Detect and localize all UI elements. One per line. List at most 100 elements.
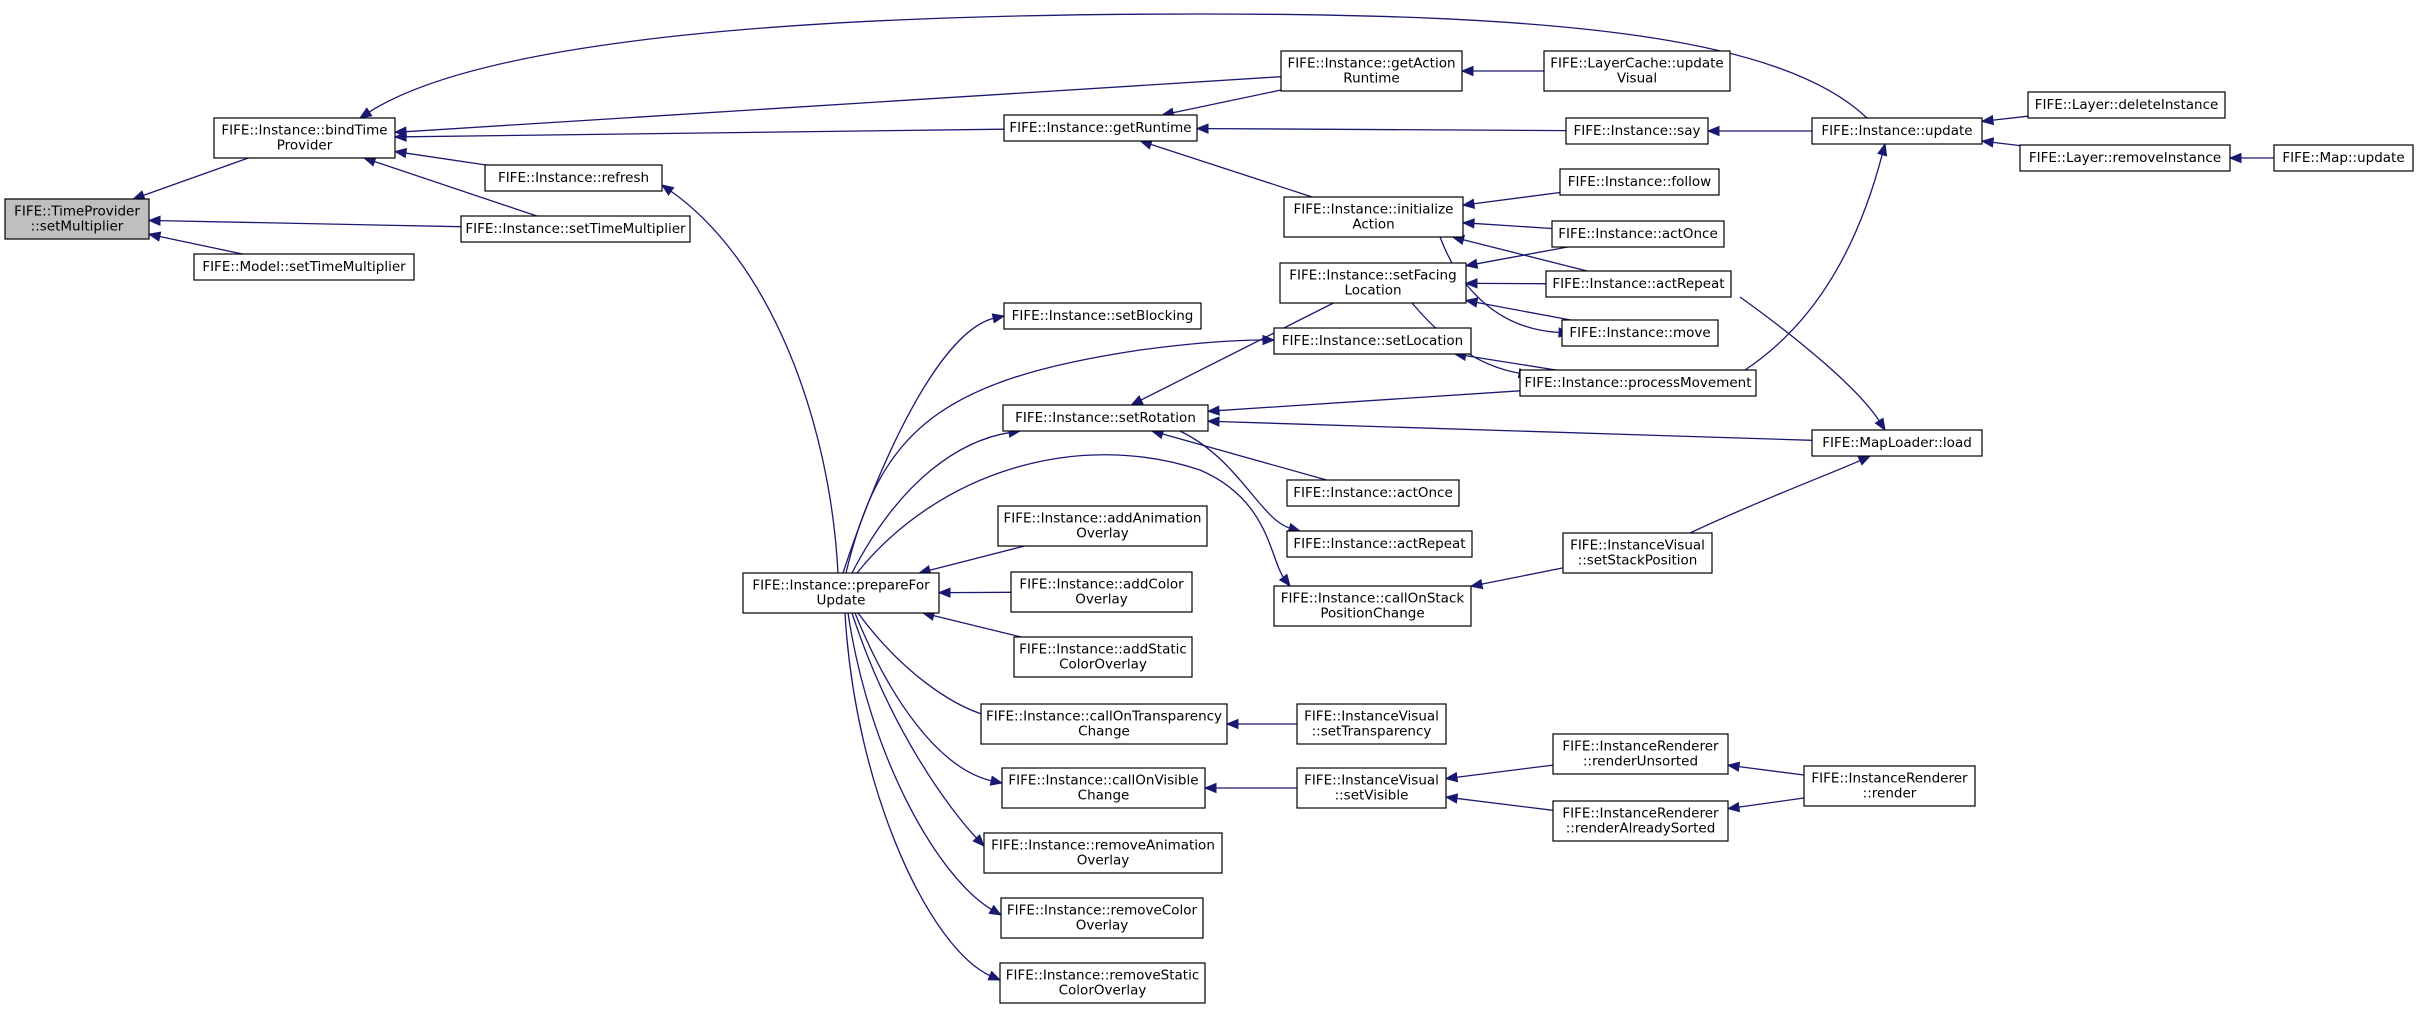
node-actonce2[interactable]: FIFE::Instance::actOnce <box>1286 479 1460 507</box>
node-inst-settm[interactable]: FIFE::Instance::setTimeMultiplier <box>460 215 691 243</box>
node-tp-setmult[interactable]: FIFE::TimeProvider::setMultiplier <box>4 198 150 240</box>
node-label-line: ::renderUnsorted <box>1583 754 1698 770</box>
arrowhead-icon <box>1877 142 1888 157</box>
node-render[interactable]: FIFE::InstanceRenderer::render <box>1803 765 1976 807</box>
arrowhead-icon <box>972 834 985 847</box>
edge-line <box>931 614 1022 638</box>
node-setblocking[interactable]: FIFE::Instance::setBlocking <box>1003 302 1202 330</box>
edge-n_follow-to-n_initaction <box>1461 191 1561 209</box>
edge-n_getruntime-to-n_bindtime <box>393 128 1005 142</box>
edge-n_maploader-to-n_actrepeat1 <box>1739 296 1886 432</box>
node-refresh[interactable]: FIFE::Instance::refresh <box>484 164 663 192</box>
edge-n_initaction-to-n_getruntime <box>1139 139 1313 198</box>
node-renderalready[interactable]: FIFE::InstanceRenderer::renderAlreadySor… <box>1552 800 1729 842</box>
node-label-line: FIFE::Map::update <box>2282 150 2404 166</box>
node-layer-remove[interactable]: FIFE::Layer::removeInstance <box>2019 144 2231 172</box>
arrowhead-icon <box>1444 793 1459 804</box>
edge-n_say-to-n_getruntime <box>1195 123 1567 134</box>
node-box <box>1803 765 1976 807</box>
node-actrepeat2[interactable]: FIFE::Instance::actRepeat <box>1286 530 1473 558</box>
arrowhead-icon <box>1262 334 1276 346</box>
node-processmove[interactable]: FIFE::Instance::processMovement <box>1519 369 1757 397</box>
node-setvisible[interactable]: FIFE::InstanceVisual::setVisible <box>1296 767 1447 809</box>
node-actrepeat1[interactable]: FIFE::Instance::actRepeat <box>1545 270 1732 298</box>
arrowhead-icon <box>991 313 1006 324</box>
node-box <box>742 572 940 614</box>
arrowhead-icon <box>1874 417 1886 432</box>
arrowhead-icon <box>147 215 161 226</box>
node-label-line: Action <box>1352 217 1394 233</box>
edge-line <box>851 612 979 840</box>
node-model-settm[interactable]: FIFE::Model::setTimeMultiplier <box>193 253 415 281</box>
node-label-line: FIFE::Instance::removeStatic <box>1006 968 1200 984</box>
arrowhead-icon <box>1726 761 1741 772</box>
arrowhead-icon <box>1980 137 1995 148</box>
node-label-line: Change <box>1078 724 1130 740</box>
arrowhead-icon <box>1206 416 1220 427</box>
arrowhead-icon <box>358 107 373 119</box>
node-move[interactable]: FIFE::Instance::move <box>1561 319 1719 347</box>
arrowhead-icon <box>1461 218 1475 229</box>
node-box <box>1003 302 1202 330</box>
node-renderunsorted[interactable]: FIFE::InstanceRenderer::renderUnsorted <box>1552 733 1729 775</box>
node-getruntime[interactable]: FIFE::Instance::getRuntime <box>1003 114 1198 142</box>
edge-n_map_update-to-n_layer_remove <box>2228 152 2274 164</box>
node-box <box>1552 733 1729 775</box>
arrowhead-icon <box>2228 152 2242 164</box>
edge-n_actonce1-to-n_setfacing <box>1464 246 1568 269</box>
node-settransp[interactable]: FIFE::InstanceVisual::setTransparency <box>1296 703 1447 745</box>
node-map-update[interactable]: FIFE::Map::update <box>2273 144 2414 172</box>
arrowhead-icon <box>1278 573 1291 588</box>
node-setrotation[interactable]: FIFE::Instance::setRotation <box>1002 404 1209 432</box>
node-label-line: FIFE::Instance::addAnimation <box>1004 511 1202 527</box>
node-inst-update[interactable]: FIFE::Instance::update <box>1811 117 1983 145</box>
node-label-line: FIFE::Instance::addColor <box>1019 577 1184 593</box>
node-callstack[interactable]: FIFE::Instance::callOnStackPositionChang… <box>1273 585 1472 627</box>
node-follow[interactable]: FIFE::Instance::follow <box>1559 168 1720 196</box>
edge-line <box>403 128 1005 138</box>
edge-line <box>141 157 249 197</box>
edge-n_setvisible-to-n_callvisible <box>1203 782 1297 794</box>
edge-n_setrotation-to-n_prepare <box>851 427 1022 574</box>
node-box <box>1273 327 1472 355</box>
node-actonce1[interactable]: FIFE::Instance::actOnce <box>1551 220 1725 248</box>
edge-line <box>1148 143 1313 198</box>
edge-line <box>1454 764 1554 779</box>
edge-n_actonce2-to-n_setrotation <box>1150 429 1327 481</box>
node-label-line: Overlay <box>1076 918 1128 934</box>
node-layer-delete[interactable]: FIFE::Layer::deleteInstance <box>2027 91 2226 119</box>
arrowhead-icon <box>1980 114 1994 126</box>
edge-line <box>1179 430 1292 530</box>
node-label-line: FIFE::InstanceVisual <box>1304 773 1439 789</box>
node-setstackpos[interactable]: FIFE::InstanceVisual::setStackPosition <box>1562 532 1713 574</box>
node-setlocation[interactable]: FIFE::Instance::setLocation <box>1273 327 1472 355</box>
edge-line <box>1474 301 1571 321</box>
node-maploader[interactable]: FIFE::MapLoader::load <box>1811 429 1983 457</box>
node-say[interactable]: FIFE::Instance::say <box>1565 117 1709 145</box>
node-box <box>1003 114 1198 142</box>
edge-n_callvisible-to-n_prepare <box>854 612 1004 786</box>
node-label-line: FIFE::Instance::setRotation <box>1015 410 1196 426</box>
node-box <box>1551 220 1725 248</box>
edge-line <box>1463 354 1556 371</box>
edge-n_prepare-to-n_refresh <box>660 184 839 574</box>
node-label-line: Provider <box>277 138 333 154</box>
node-box <box>2019 144 2231 172</box>
edge-line <box>845 339 1266 574</box>
edge-line <box>842 317 996 574</box>
